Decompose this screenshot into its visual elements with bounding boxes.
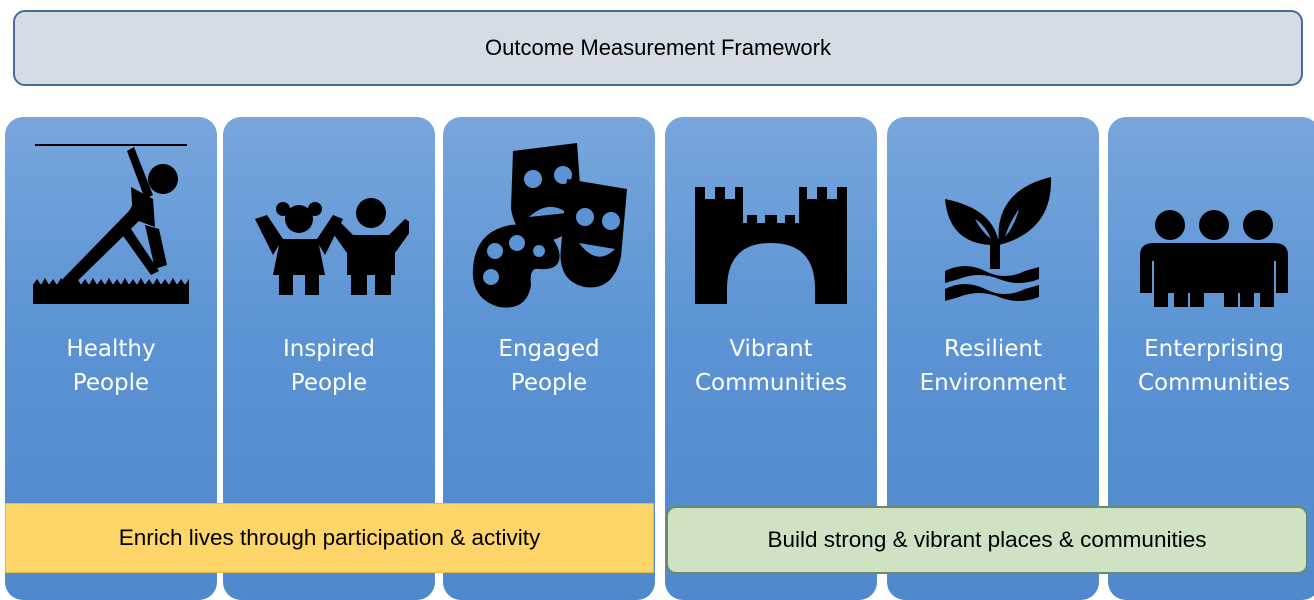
arts-masks-palette-icon [469,139,629,314]
column-label: Engaged People [443,332,655,400]
label-line-1: Inspired [282,336,376,362]
column-label: Inspired People [223,332,435,400]
group-people-icon [1134,139,1294,314]
places-banner-text: Build strong & vibrant places & communit… [767,527,1207,552]
label-line-2: Environment [919,370,1067,396]
column-label: Healthy People [5,332,217,400]
participation-banner: Enrich lives through participation & act… [5,503,654,573]
label-line-1: Healthy [66,336,156,362]
label-line-2: People [510,370,588,396]
label-line-1: Vibrant [729,336,813,362]
label-line-2: People [290,370,368,396]
places-banner: Build strong & vibrant places & communit… [666,506,1308,574]
label-line-1: Engaged [498,336,600,362]
castle-gate-icon [691,139,851,314]
label-line-2: Communities [694,370,848,396]
children-icon [249,139,409,314]
label-line-1: Resilient [944,336,1042,362]
column-label: Vibrant Communities [665,332,877,400]
framework-title: Outcome Measurement Framework [485,35,831,60]
label-line-1: Enterprising [1144,336,1284,362]
column-label: Resilient Environment [887,332,1099,400]
framework-header: Outcome Measurement Framework [13,10,1303,86]
sprout-water-icon [913,139,1073,314]
yoga-stretch-icon [31,139,191,314]
label-line-2: People [72,370,150,396]
column-label: Enterprising Communities [1108,332,1314,400]
label-line-2: Communities [1137,370,1291,396]
participation-banner-text: Enrich lives through participation & act… [118,525,541,550]
